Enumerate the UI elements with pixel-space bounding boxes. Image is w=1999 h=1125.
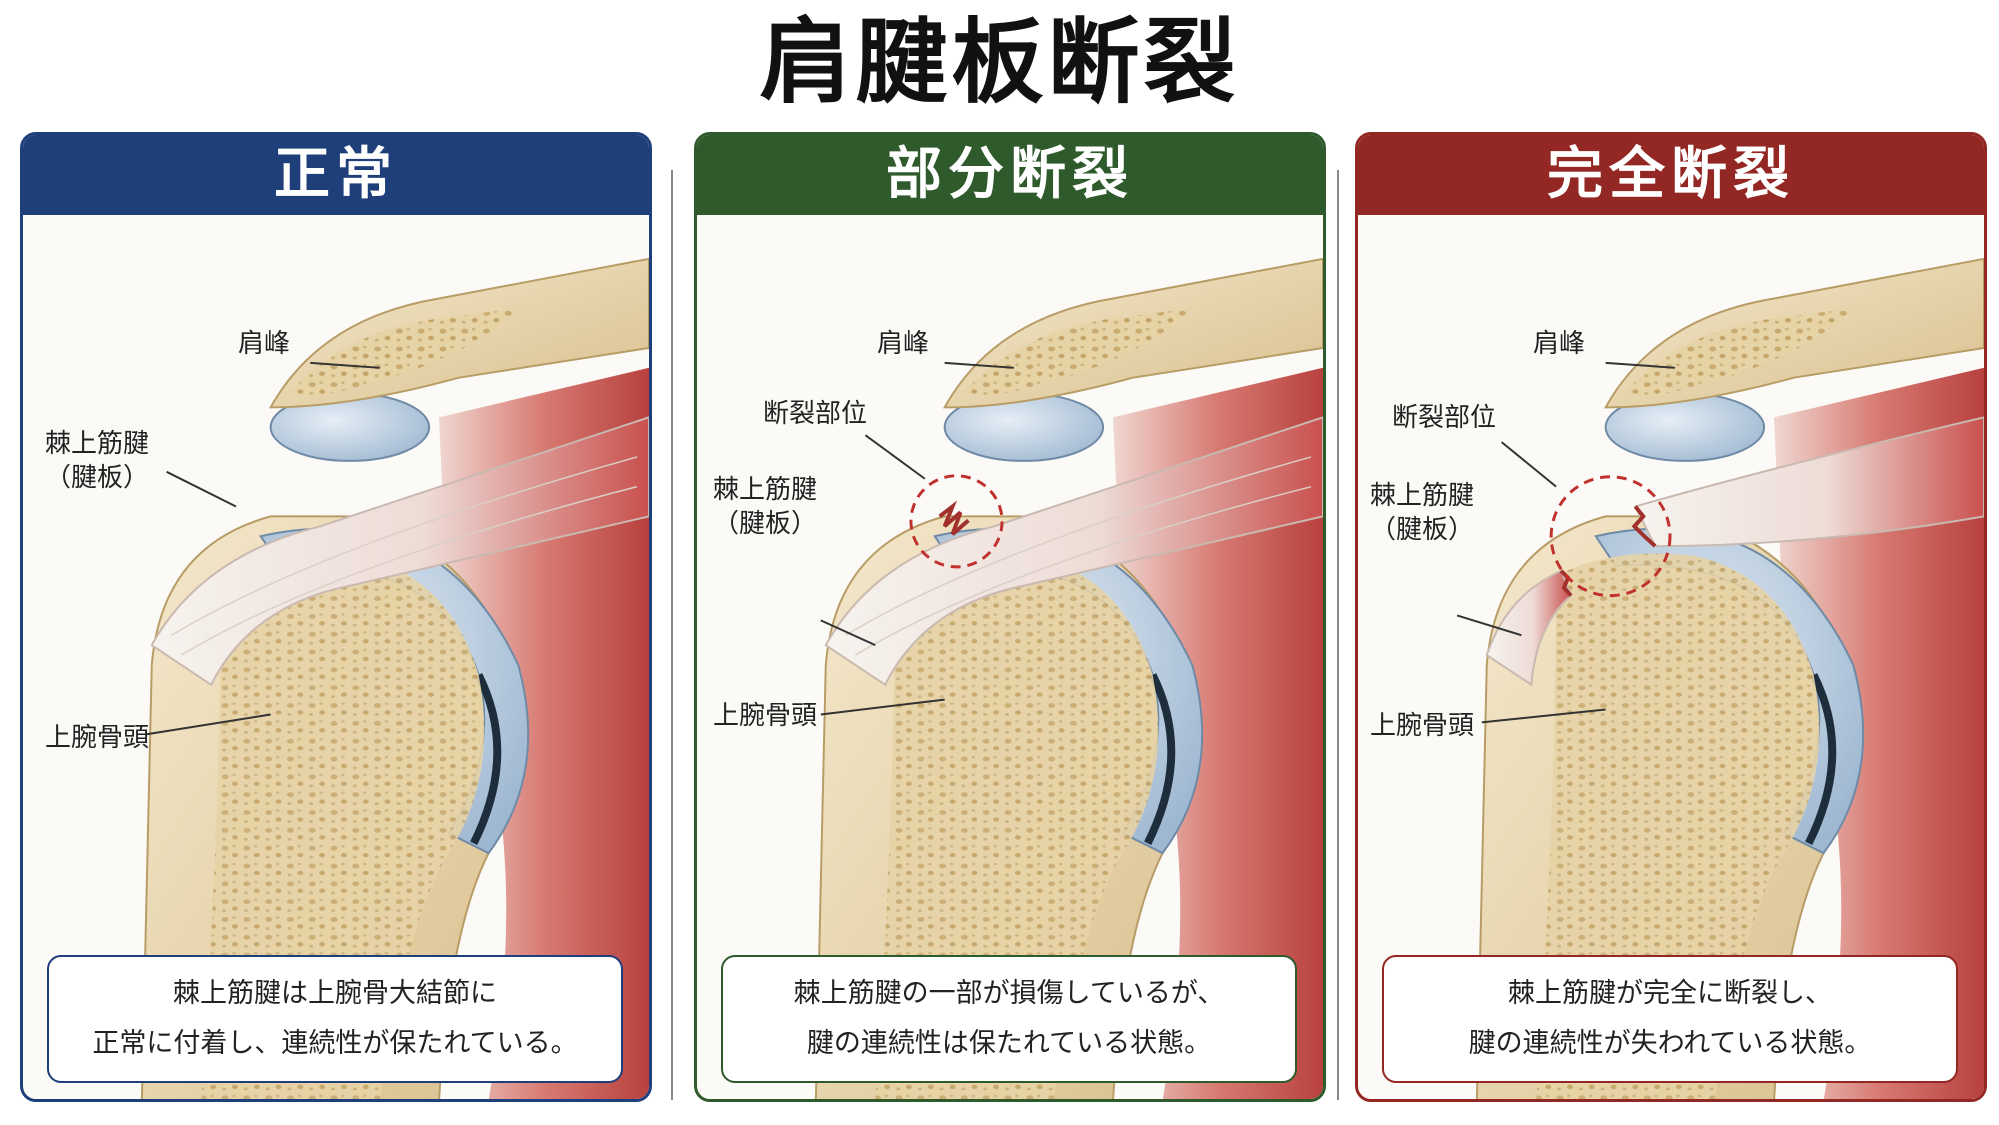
caption-line: 棘上筋腱は上腕骨大結節に bbox=[173, 978, 497, 1009]
label-supraspinatus-line1: 棘上筋腱 bbox=[45, 429, 150, 459]
panel-complete-tear: 完全断裂 肩峰 断裂部位 棘上筋腱 （腱板） 上腕骨頭 棘上筋腱が完全に断裂し、… bbox=[1355, 132, 1987, 1102]
page-title: 肩腱板断裂 bbox=[759, 9, 1240, 116]
panel-header-complete-tear: 完全断裂 bbox=[1358, 135, 1984, 215]
label-supraspinatus-line1: 棘上筋腱 bbox=[713, 475, 818, 505]
caption-line: 棘上筋腱の一部が損傷しているが、 bbox=[793, 978, 1225, 1009]
caption-box-complete-tear: 棘上筋腱が完全に断裂し、 腱の連続性が失われている状態。 bbox=[1382, 955, 1958, 1083]
label-supraspinatus-line2: （腱板） bbox=[45, 463, 150, 493]
panel-header-normal: 正常 bbox=[23, 135, 649, 215]
caption-line: 腱の連続性は保たれている状態。 bbox=[806, 1028, 1212, 1059]
panel-header-partial-tear: 部分断裂 bbox=[697, 135, 1323, 215]
label-acromion: 肩峰 bbox=[238, 329, 291, 359]
shoulder-illustration-normal bbox=[140, 257, 649, 1099]
label-supraspinatus-line2: （腱板） bbox=[1370, 515, 1475, 545]
label-supraspinatus-line2: （腱板） bbox=[713, 509, 818, 539]
panel-divider bbox=[671, 170, 673, 1100]
label-acromion: 肩峰 bbox=[877, 329, 930, 359]
caption-line: 棘上筋腱が完全に断裂し、 bbox=[1508, 978, 1832, 1009]
label-tear-site: 断裂部位 bbox=[1392, 403, 1497, 433]
label-humeral-head: 上腕骨頭 bbox=[713, 701, 818, 731]
label-humeral-head: 上腕骨頭 bbox=[1370, 711, 1475, 741]
caption-line: 腱の連続性が失われている状態。 bbox=[1468, 1028, 1872, 1059]
caption-line: 正常に付着し、連続性が保たれている。 bbox=[92, 1028, 578, 1059]
panel-normal: 正常 肩峰 棘上筋腱 （腱板） 上腕骨頭 棘上筋腱は上腕骨大結節に 正常に付着し… bbox=[20, 132, 652, 1102]
label-humeral-head: 上腕骨頭 bbox=[45, 723, 150, 753]
panel-divider bbox=[1337, 170, 1339, 1100]
caption-box-partial-tear: 棘上筋腱の一部が損傷しているが、 腱の連続性は保たれている状態。 bbox=[721, 955, 1297, 1083]
label-tear-site: 断裂部位 bbox=[763, 399, 868, 429]
shoulder-illustration-partial-tear bbox=[814, 257, 1323, 1099]
caption-box-normal: 棘上筋腱は上腕骨大結節に 正常に付着し、連続性が保たれている。 bbox=[47, 955, 623, 1083]
label-acromion: 肩峰 bbox=[1533, 329, 1586, 359]
shoulder-illustration-complete-tear bbox=[1456, 257, 1984, 1099]
panel-partial-tear: 部分断裂 肩峰 断裂部位 棘上筋腱 （腱板） 上腕骨頭 棘上筋腱の一部が損傷して… bbox=[694, 132, 1326, 1102]
label-supraspinatus-line1: 棘上筋腱 bbox=[1370, 481, 1475, 511]
